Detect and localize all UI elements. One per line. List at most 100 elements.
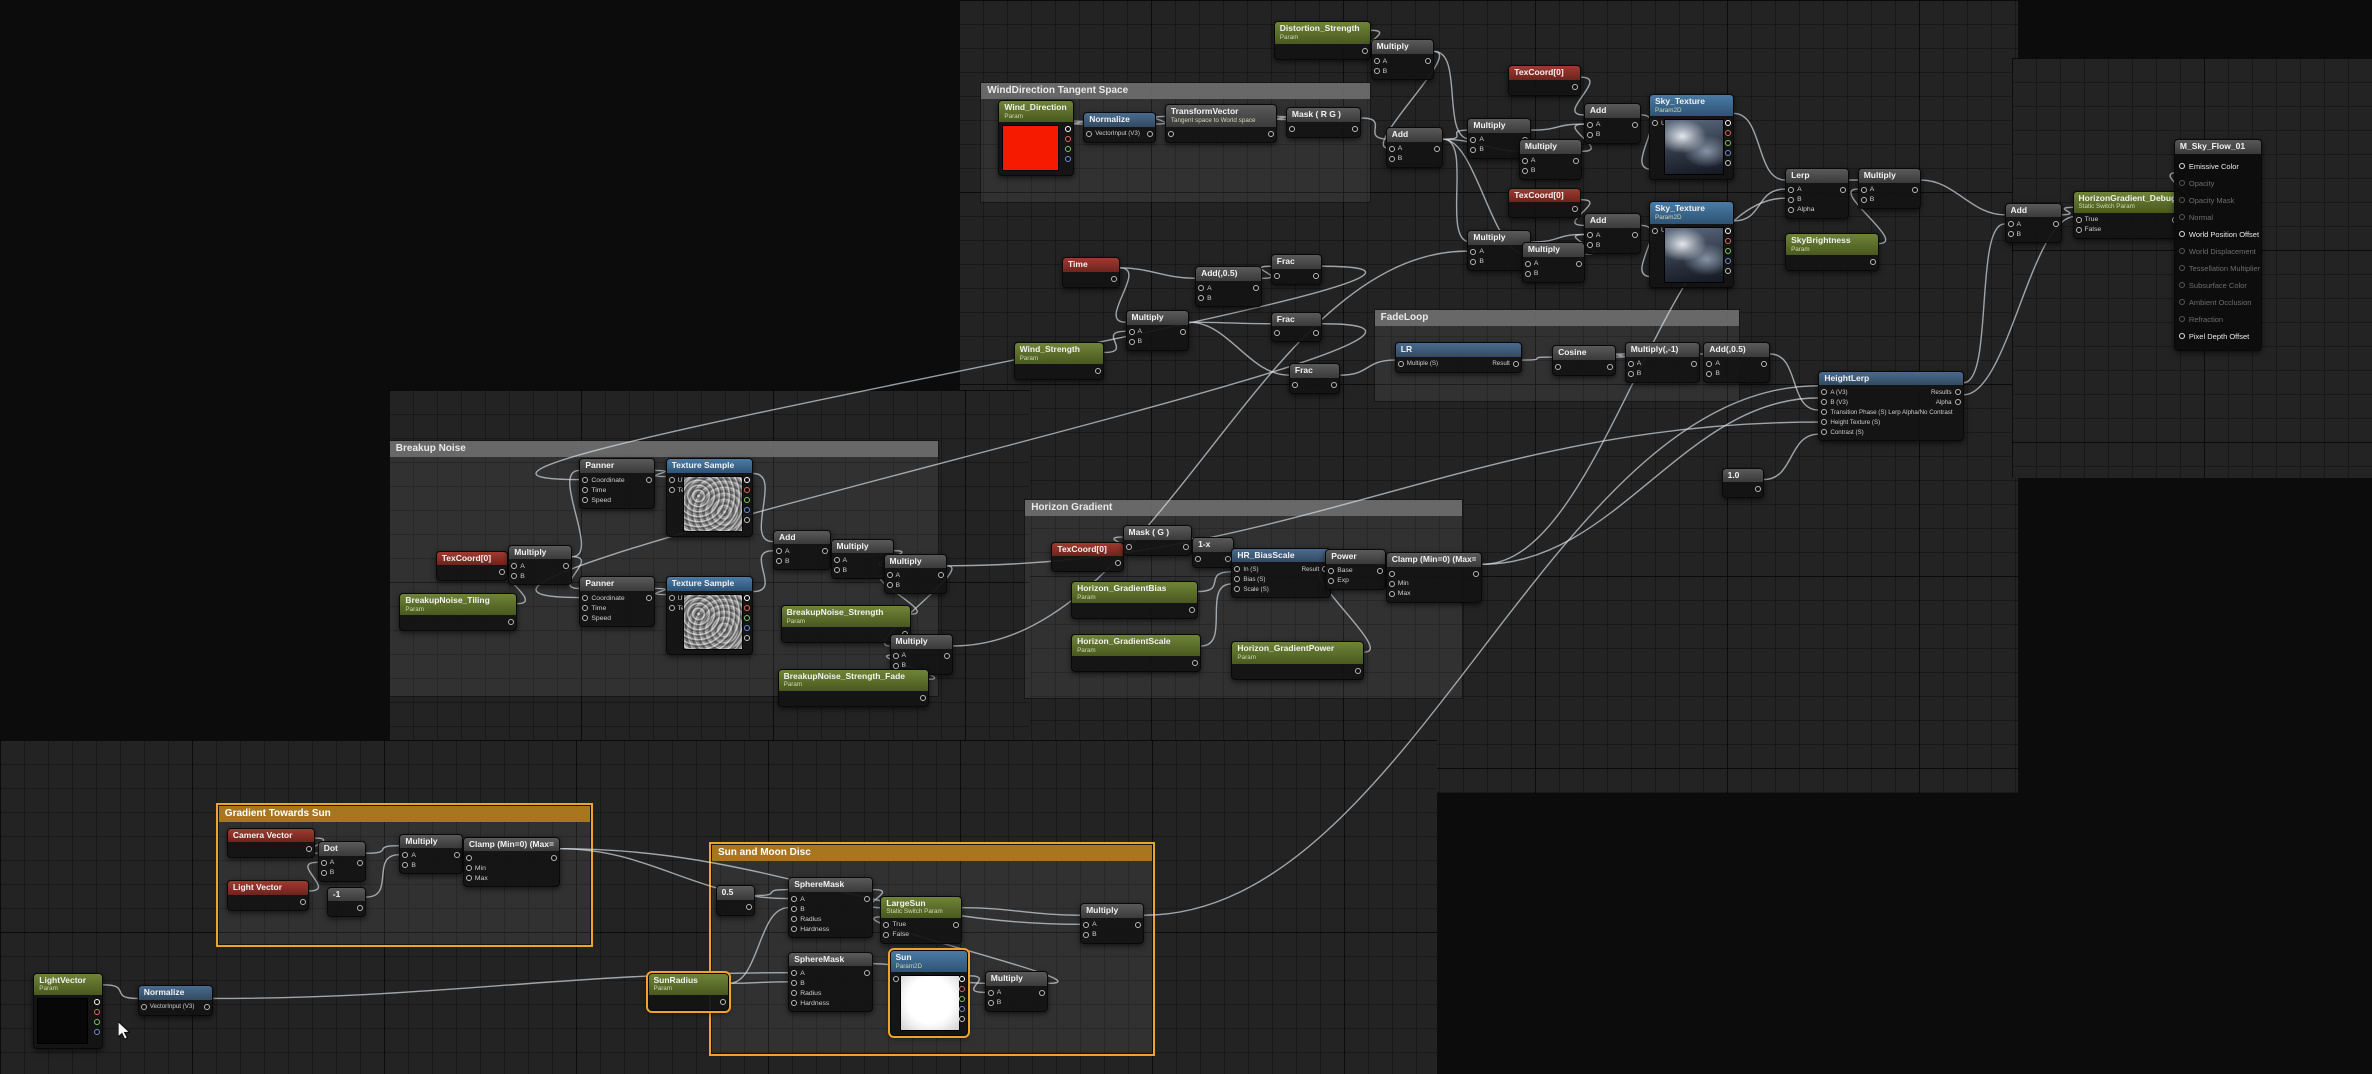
input-pin[interactable]: [1195, 554, 1204, 564]
input-pin-max[interactable]: Max: [465, 873, 488, 883]
input-pin-transition-phase-s-lerp-alpha-no-contrast[interactable]: Transition Phase (S) Lerp Alpha/No Contr…: [1821, 407, 1953, 417]
pin-dot[interactable]: [2007, 231, 2014, 238]
output-pin[interactable]: [741, 485, 751, 495]
pin-dot[interactable]: [744, 635, 751, 642]
input-pin-a[interactable]: A: [1860, 185, 1874, 195]
input-pin-a[interactable]: A: [1470, 247, 1484, 257]
pin-dot[interactable]: [1571, 83, 1578, 90]
output-pin[interactable]: [1144, 129, 1153, 139]
pin-dot[interactable]: [1724, 267, 1731, 274]
output-pin[interactable]: [941, 651, 950, 661]
input-pin-contrast-s[interactable]: Contrast (S): [1821, 427, 1933, 437]
light-vector-node[interactable]: Light Vector: [226, 880, 309, 912]
input-pin-b[interactable]: B: [1470, 257, 1484, 267]
input-pin-a[interactable]: A: [886, 570, 900, 580]
output-pin[interactable]: [1470, 569, 1480, 579]
pin-dot[interactable]: [1839, 186, 1846, 193]
pin-dot[interactable]: [1470, 258, 1477, 265]
pin-dot[interactable]: [863, 970, 870, 977]
pin-dot[interactable]: [1724, 237, 1731, 244]
node-header[interactable]: Texture Sample: [666, 577, 753, 592]
input-pin-max[interactable]: Max: [1388, 589, 1411, 599]
input-pin-b[interactable]: B: [1524, 269, 1538, 279]
node-header[interactable]: Multiply: [884, 554, 946, 569]
output-pin[interactable]: [741, 475, 751, 485]
node-header[interactable]: Multiply: [1468, 119, 1530, 133]
input-pin-b[interactable]: B: [791, 978, 829, 988]
pin-dot[interactable]: [550, 855, 557, 862]
node-header[interactable]: Clamp (Min=0) (Max=1): [463, 837, 559, 852]
node-header[interactable]: Texture Sample: [666, 459, 753, 474]
texture-sample-2-node[interactable]: Texture SampleUVsTex: [665, 576, 754, 656]
input-pin-time[interactable]: Time: [582, 485, 624, 495]
input-pin-a[interactable]: A: [402, 850, 416, 860]
output-pin[interactable]: [819, 546, 828, 556]
pin-dot[interactable]: [305, 846, 312, 853]
pin-dot[interactable]: [1760, 360, 1767, 367]
input-pin-a[interactable]: A: [1198, 283, 1212, 293]
input-pin-scale-s[interactable]: Scale (S): [1234, 584, 1269, 594]
output-pin[interactable]: [950, 920, 960, 930]
node-header[interactable]: Camera Vector: [227, 828, 314, 843]
output-pin[interactable]: [1752, 484, 1761, 494]
pin-dot[interactable]: [744, 605, 751, 612]
pin-dot[interactable]: [886, 572, 893, 579]
node-header[interactable]: Multiply: [831, 539, 893, 554]
input-pin-min[interactable]: Min: [465, 863, 488, 873]
output-pin[interactable]: [1431, 144, 1441, 154]
node-header[interactable]: Mask ( R G ): [1286, 108, 1361, 123]
output-pin[interactable]: [1132, 920, 1141, 930]
pin-dot[interactable]: [1754, 486, 1761, 493]
pin-dot[interactable]: [1724, 130, 1731, 137]
pin-dot[interactable]: [1706, 360, 1713, 367]
node-header[interactable]: Add: [1584, 214, 1641, 229]
node-header[interactable]: Frac: [1271, 312, 1322, 327]
input-pin-b[interactable]: B: [1860, 195, 1874, 205]
output-pin[interactable]: [1359, 46, 1368, 56]
pin-dot[interactable]: [1146, 130, 1153, 137]
output-pin[interactable]: [1722, 118, 1731, 128]
pin-dot[interactable]: [1473, 570, 1480, 577]
pin-dot[interactable]: [582, 477, 589, 484]
output-pin[interactable]: [2050, 219, 2059, 229]
pin-dot[interactable]: [2075, 226, 2082, 233]
pin-dot[interactable]: [645, 477, 652, 484]
pin-dot[interactable]: [645, 595, 652, 602]
node-header[interactable]: Add(,0.5): [1196, 267, 1261, 282]
pin-dot[interactable]: [1632, 232, 1639, 239]
pin-dot[interactable]: [744, 487, 751, 494]
pin-dot[interactable]: [582, 595, 589, 602]
pin-dot[interactable]: [582, 497, 589, 504]
node-header[interactable]: Add(,0.5): [1704, 342, 1769, 357]
pin-dot[interactable]: [1434, 145, 1441, 152]
output-pin[interactable]: [1573, 259, 1583, 269]
pin-dot[interactable]: [833, 567, 840, 574]
input-pin-a[interactable]: A: [1373, 56, 1387, 66]
pin-dot[interactable]: [1724, 227, 1731, 234]
pin-dot[interactable]: [1821, 419, 1828, 426]
output-pin[interactable]: [91, 1017, 100, 1027]
output-pin[interactable]: [741, 593, 751, 603]
pin-dot[interactable]: [357, 859, 364, 866]
input-pin[interactable]: [465, 853, 488, 863]
const-neg1-node[interactable]: -1: [326, 886, 367, 918]
pin-dot[interactable]: [791, 1000, 798, 1007]
input-pin-b[interactable]: B: [1521, 166, 1535, 176]
input-pin-a-v3[interactable]: A (V3): [1821, 387, 1933, 397]
input-pin-coordinate[interactable]: Coordinate: [582, 593, 625, 603]
